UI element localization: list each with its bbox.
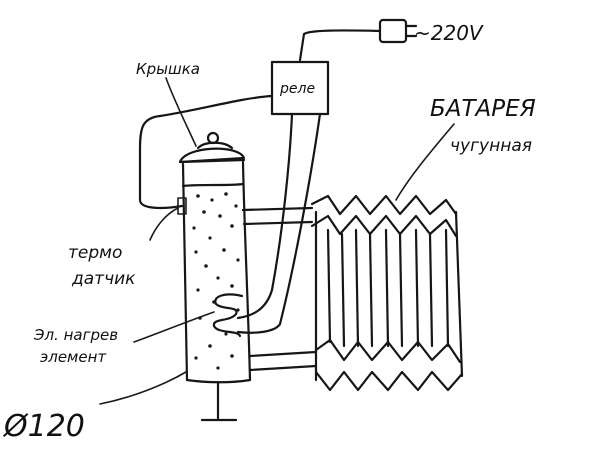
relay-wire-heater-1 — [236, 112, 294, 320]
thermo-label-line2: датчик — [71, 269, 136, 289]
water-fill — [192, 192, 240, 370]
boiler-tank — [181, 160, 252, 384]
pipe-bottom — [248, 350, 318, 372]
lid — [178, 131, 246, 164]
heater-pointer-line — [133, 311, 215, 343]
lid-label: Крышка — [136, 60, 200, 78]
heater-label-line2: элемент — [40, 348, 107, 366]
relay-box — [270, 60, 330, 116]
thermo-label-line1: термо — [68, 243, 122, 263]
thermo-sensor-clip — [177, 197, 187, 215]
lid-pointer-line — [165, 77, 197, 147]
thermo-pointer-line — [149, 207, 179, 241]
voltage-label: ~220V — [414, 21, 484, 45]
relay-label: реле — [279, 81, 315, 97]
battery-pointer-line — [395, 123, 455, 201]
pipe-top — [241, 206, 314, 226]
boiler-stand — [200, 380, 238, 422]
relay-wire-heater-2 — [236, 112, 322, 334]
relay-wire-left — [138, 94, 274, 210]
power-plug-icon — [378, 18, 418, 44]
diameter-label: Ø120 — [2, 409, 85, 444]
heating-element — [212, 293, 244, 338]
battery-title-label: БАТАРЕЯ — [430, 96, 536, 122]
cast-iron-radiator — [310, 194, 464, 392]
battery-subtitle-label: чугунная — [450, 136, 532, 156]
diameter-pointer-line — [99, 371, 187, 405]
power-cable — [298, 29, 382, 62]
heater-label-line1: Эл. нагрев — [33, 326, 118, 344]
